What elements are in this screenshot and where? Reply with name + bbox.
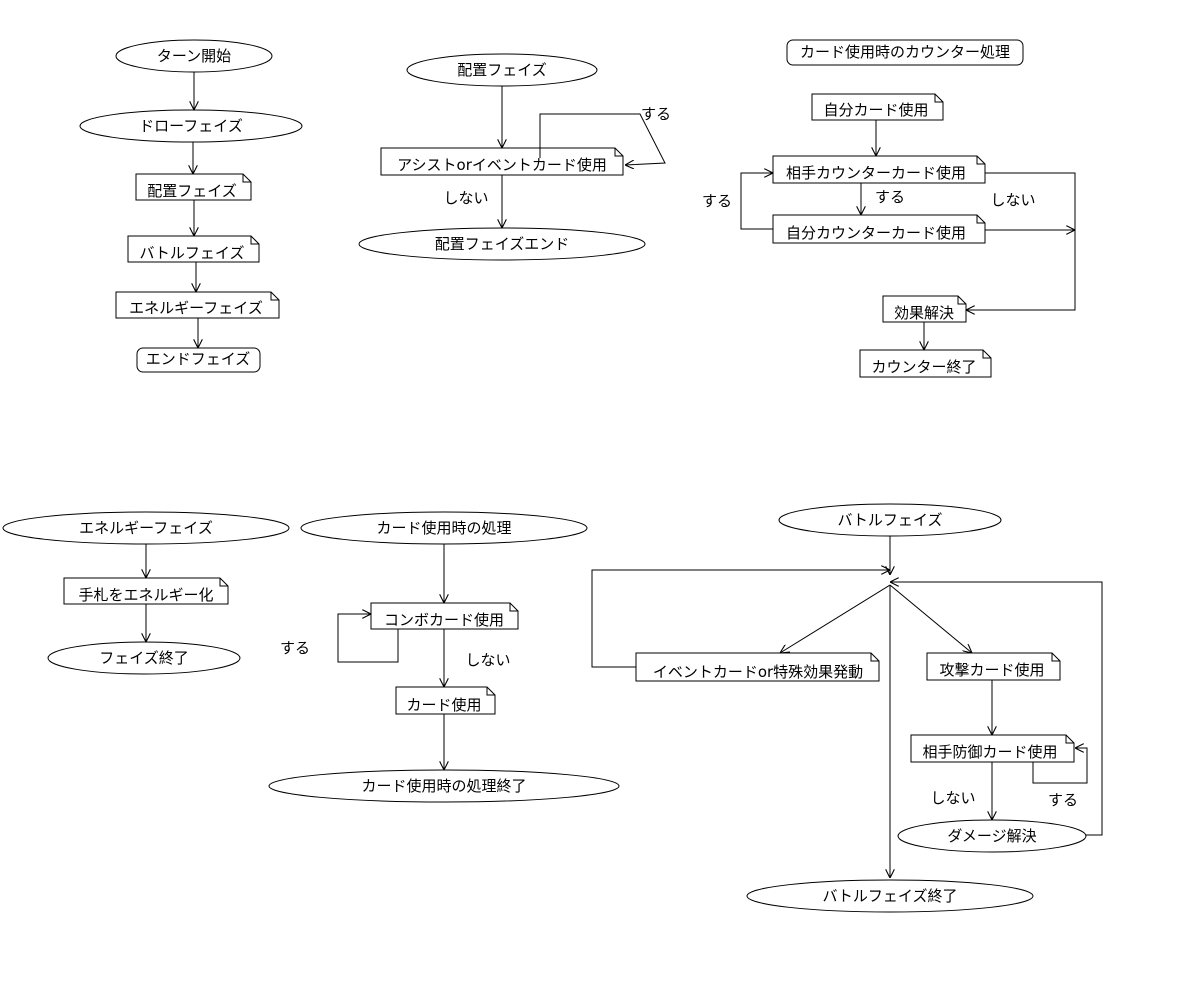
energy-title-node: エネルギーフェイズ: [2, 511, 290, 545]
card-use-end-label: カード使用時の処理終了: [361, 777, 526, 795]
placement-loop-arrow: [539, 113, 666, 165]
battle-flow-diagram: バトルフェイズ イベントカードor特殊効果発動 攻撃カード使用 相手防御カード使…: [591, 503, 1103, 913]
energy-end-label: フェイズ終了: [99, 649, 189, 667]
self-counter-node: 自分カウンターカード使用: [772, 214, 986, 244]
energy-title-label: エネルギーフェイズ: [79, 519, 213, 537]
defense-loop-arrow: [1032, 748, 1088, 784]
hand-to-energy-label: 手札をエネルギー化: [78, 586, 213, 604]
placement-end-node: 配置フェイズエンド: [358, 227, 646, 261]
card-use-title-node: カード使用時の処理: [300, 511, 588, 545]
defense-card-label: 相手防御カード使用: [922, 743, 1057, 761]
counter-end-node: カウンター終了: [859, 349, 992, 378]
event-special-node: イベントカードor特殊効果発動: [635, 652, 880, 682]
battle-end-label: バトルフェイズ終了: [822, 887, 957, 905]
hand-to-energy-node: 手札をエネルギー化: [63, 577, 229, 605]
counter-loop-arrow: [740, 173, 773, 230]
assist-event-card-node: アシストorイベントカード使用: [380, 147, 624, 176]
placement-phase-label: 配置フェイズ: [147, 182, 237, 200]
card-use-flow-diagram: カード使用時の処理 コンボカード使用 する しない カード使用 カード使用時の処…: [268, 511, 620, 803]
assist-event-card-label: アシストorイベントカード使用: [397, 156, 607, 174]
combo-card-node: コンボカード使用: [370, 602, 519, 630]
damage-label: ダメージ解決: [947, 827, 1036, 845]
battle-phase-node: バトルフェイズ: [127, 235, 260, 263]
card-use-node-label: カード使用: [406, 696, 481, 714]
placement-no-label: しない: [443, 189, 488, 207]
card-use-yes-label: する: [280, 639, 310, 657]
counter-resolve-arrow: [966, 172, 1076, 310]
self-card-label: 自分カード使用: [823, 101, 928, 119]
counter-yes-left-label: する: [702, 192, 732, 210]
turn-start-label: ターン開始: [157, 47, 231, 65]
placement-title-label: 配置フェイズ: [457, 61, 547, 79]
counter-yes-mid-label: する: [875, 188, 905, 206]
turn-start-node: ターン開始: [115, 39, 273, 73]
draw-phase-node: ドローフェイズ: [79, 109, 303, 143]
combo-loop-arrow: [337, 614, 399, 663]
battle-end-node: バトルフェイズ終了: [746, 879, 1034, 913]
battle-event-loop-arrow: [591, 570, 890, 668]
self-card-node: 自分カード使用: [811, 93, 944, 121]
card-use-node: カード使用: [395, 686, 496, 715]
energy-flow-diagram: エネルギーフェイズ 手札をエネルギー化 フェイズ終了: [2, 511, 290, 675]
opp-counter-node: 相手カウンターカード使用: [772, 155, 986, 184]
turn-flow-diagram: ターン開始 ドローフェイズ 配置フェイズ バトルフェイズ エネルギーフェイズ: [79, 39, 303, 373]
placement-end-label: 配置フェイズエンド: [435, 235, 570, 253]
defense-card-node: 相手防御カード使用: [910, 734, 1075, 763]
combo-card-label: コンボカード使用: [384, 611, 504, 629]
energy-phase-node: エネルギーフェイズ: [115, 291, 280, 319]
draw-phase-label: ドローフェイズ: [139, 117, 243, 135]
resolve-node: 効果解決: [882, 295, 967, 323]
placement-yes-label: する: [641, 105, 671, 123]
counter-flow-diagram: カード使用時のカウンター処理 自分カード使用 相手カウンターカード使用 する 自…: [702, 39, 1076, 378]
battle-event-arrow: [780, 584, 891, 653]
counter-title-label: カード使用時のカウンター処理: [800, 43, 1010, 61]
placement-title-node: 配置フェイズ: [406, 53, 598, 87]
damage-node: ダメージ解決: [897, 819, 1087, 853]
counter-no-label: しない: [990, 191, 1035, 209]
battle-yes-label: する: [1048, 791, 1078, 809]
battle-attack-arrow: [889, 584, 972, 653]
event-special-label: イベントカードor特殊効果発動: [653, 663, 863, 681]
attack-card-node: 攻撃カード使用: [926, 652, 1061, 681]
damage-loop-arrow: [890, 582, 1103, 836]
placement-flow-diagram: 配置フェイズ アシストorイベントカード使用 する しない 配置フェイズエンド: [358, 53, 671, 261]
counter-title-node: カード使用時のカウンター処理: [786, 39, 1024, 66]
energy-end-node: フェイズ終了: [47, 641, 241, 675]
battle-title-label: バトルフェイズ: [837, 511, 942, 529]
battle-phase-label: バトルフェイズ: [139, 244, 244, 262]
attack-card-label: 攻撃カード使用: [939, 661, 1044, 679]
end-phase-node: エンドフェイズ: [136, 347, 261, 373]
card-use-end-node: カード使用時の処理終了: [268, 769, 620, 803]
end-phase-label: エンドフェイズ: [146, 350, 251, 368]
opp-counter-label: 相手カウンターカード使用: [786, 164, 966, 182]
counter-end-label: カウンター終了: [871, 358, 976, 376]
placement-phase-node: 配置フェイズ: [135, 173, 252, 201]
resolve-label: 効果解決: [894, 304, 954, 322]
card-use-no-label: しない: [465, 651, 510, 669]
card-use-title-label: カード使用時の処理: [376, 519, 511, 537]
battle-no-label: しない: [930, 789, 975, 807]
battle-title-node: バトルフェイズ: [778, 503, 1002, 537]
self-counter-label: 自分カウンターカード使用: [786, 224, 966, 242]
energy-phase-label: エネルギーフェイズ: [129, 299, 263, 317]
